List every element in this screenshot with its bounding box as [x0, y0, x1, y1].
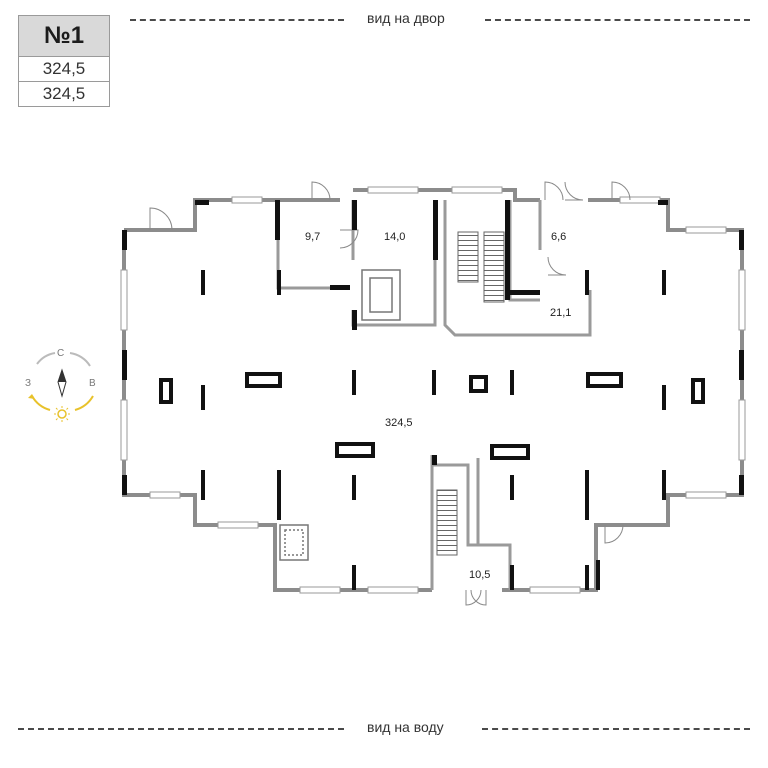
bottom-dashed-line-left [18, 728, 344, 730]
wall-left-top [124, 198, 340, 232]
stairs-lower [436, 489, 458, 556]
room-label-9-7: 9,7 [305, 231, 320, 243]
compass-west: З [25, 378, 31, 389]
compass-arrow-icon [28, 394, 35, 399]
room-label-21-1: 21,1 [550, 307, 571, 319]
partition-lower-stair-right [432, 463, 512, 590]
columns [122, 200, 744, 590]
living-area: 324,5 [19, 81, 109, 106]
door-room-10-5-a [465, 589, 482, 606]
bottom-view-label: вид на воду [0, 719, 768, 739]
compass-needle-north-icon [58, 370, 66, 382]
door-room-14-0 [339, 229, 359, 249]
apartment-card: №1 324,5 324,5 [18, 15, 110, 107]
compass-arc-se [74, 395, 94, 411]
compass-north: С [57, 348, 64, 359]
door-room-10-5-b [470, 589, 487, 606]
compass-arc-nw [36, 352, 56, 365]
bottom-view-text: вид на воду [367, 719, 444, 735]
top-view-text: вид на двор [367, 10, 445, 26]
room-label-10-5: 10,5 [469, 569, 490, 581]
total-area: 324,5 [42, 59, 86, 78]
door-top-left [149, 207, 173, 231]
door-room-21-1 [547, 256, 567, 276]
room-label-6-6: 6,6 [551, 231, 566, 243]
wall-top-center [353, 188, 540, 202]
top-dashed-line-left [130, 19, 344, 21]
door-bottom-right [604, 524, 624, 544]
partition-room-14-0 [351, 200, 437, 327]
compass-east: В [89, 378, 96, 389]
stairs-upper [457, 231, 505, 303]
room-label-main-hall: 324,5 [385, 417, 413, 429]
partition-room-9-7 [276, 200, 330, 290]
bottom-dashed-line-right [482, 728, 750, 730]
door-room-6-6-a [544, 181, 564, 201]
sun-icon [57, 409, 67, 419]
compass: С З В [25, 348, 96, 422]
doors [149, 181, 631, 606]
door-room-9-7 [311, 181, 331, 201]
compass-arc-ne [69, 352, 91, 367]
sun-rays-icon [54, 406, 70, 422]
column-outlines [159, 372, 705, 460]
room-label-14-0: 14,0 [384, 231, 405, 243]
top-dashed-line-right [485, 19, 750, 21]
partition-stair-block [443, 200, 592, 337]
elevator-shaft [279, 269, 401, 561]
compass-arc-sw [31, 395, 51, 411]
apartment-number: №1 [19, 16, 109, 57]
partition-room-6-6 [508, 200, 540, 302]
door-room-6-6-b [564, 181, 584, 201]
door-top-right [611, 181, 631, 201]
top-view-label: вид на двор [0, 10, 768, 30]
